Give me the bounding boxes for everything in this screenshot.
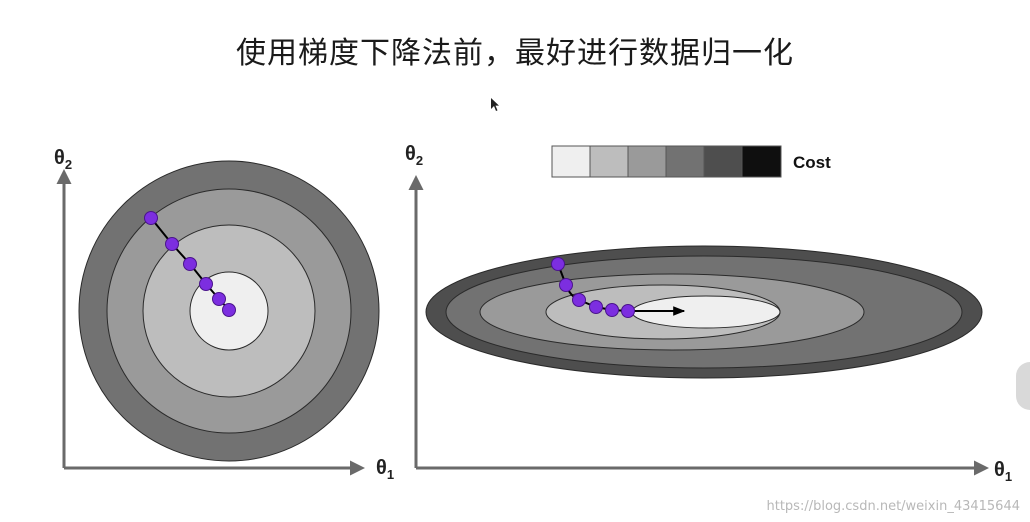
right-step-point [589,300,603,314]
legend-swatch [665,145,705,178]
side-scroll-handle[interactable] [1016,362,1030,410]
left-step-point [199,277,213,291]
left-step-point [144,211,158,225]
left-x-axis-symbol: θ [376,457,387,479]
left-y-axis-label: θ2 [54,147,72,172]
right-step-point [559,278,573,292]
right-descent-path [551,257,686,318]
right-step-point [621,304,635,318]
right-step-point [605,303,619,317]
legend-label: Cost [793,153,831,172]
legend-swatch [589,145,629,178]
left-step-point [183,257,197,271]
legend-swatch [703,145,743,178]
legend-swatch [741,145,782,178]
right-y-axis-subscript: 2 [416,153,423,168]
left-step-point [222,303,236,317]
left-x-axis-label: θ1 [376,457,394,482]
right-y-axis-symbol: θ [405,143,416,165]
legend-swatch [551,145,591,178]
cost-legend: Cost [551,145,831,178]
left-step-point [165,237,179,251]
right-axes: θ2 θ1 [405,143,1012,484]
left-x-axis-subscript: 1 [387,467,394,482]
right-contour-plot [425,245,983,379]
left-axes: θ2 θ1 [54,147,394,482]
mouse-cursor-icon [491,98,499,111]
legend-swatch [627,145,667,178]
left-y-axis-symbol: θ [54,147,65,169]
slide-title: 使用梯度下降法前，最好进行数据归一化 [236,36,794,71]
left-y-axis-subscript: 2 [65,157,72,172]
left-descent-path [144,211,236,317]
right-y-axis-label: θ2 [405,143,423,168]
right-x-axis-label: θ1 [994,459,1012,484]
right-x-axis-subscript: 1 [1005,469,1012,484]
right-step-point [572,293,586,307]
right-step-point [551,257,565,271]
watermark-url: https://blog.csdn.net/weixin_43415644 [766,499,1020,514]
left-step-point [212,292,226,306]
right-x-axis-symbol: θ [994,459,1005,481]
